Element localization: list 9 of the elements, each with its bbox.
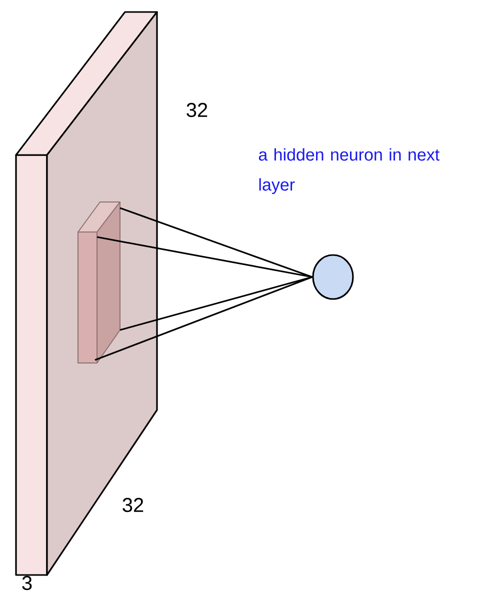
receptive-field-drawing bbox=[78, 202, 120, 364]
connector-line bbox=[120, 276, 312, 331]
neuron-circle bbox=[312, 254, 354, 300]
node-caption: a hidden neuron in next layer bbox=[258, 148, 440, 194]
slab-drawing bbox=[15, 11, 158, 576]
connector-line bbox=[94, 276, 312, 361]
dimension-label: 32 bbox=[122, 498, 144, 512]
dimension-label: 3 bbox=[22, 576, 32, 590]
dimension-label: 32 bbox=[186, 102, 208, 118]
